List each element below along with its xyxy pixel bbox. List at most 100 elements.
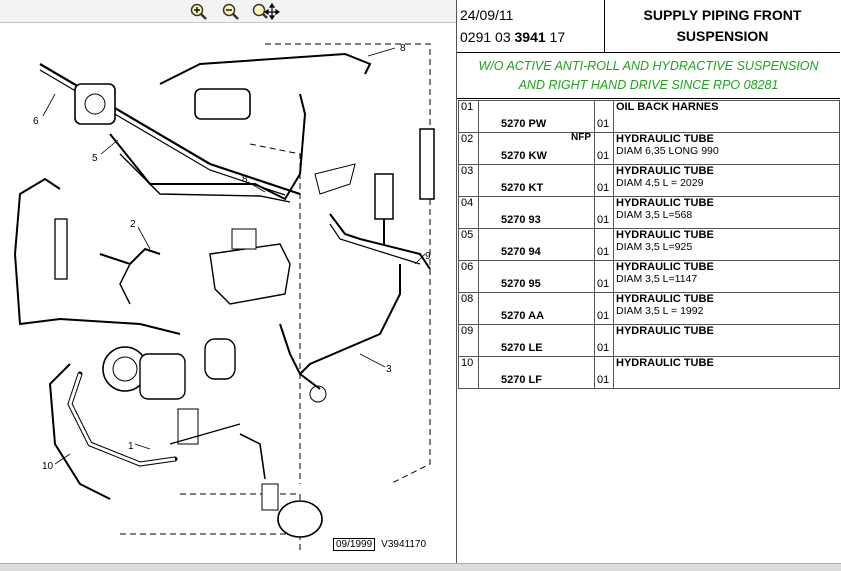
part-qty-cell: 01 [594, 324, 614, 357]
part-spec: DIAM 4,5 L = 2029 [616, 177, 704, 189]
callout-6: 6 [33, 116, 39, 127]
part-ref[interactable]: 5270 LE [501, 342, 543, 354]
part-qty: 01 [597, 150, 610, 162]
callout-4: 8 [400, 43, 406, 54]
part-title: HYDRAULIC TUBE [616, 165, 714, 177]
callout-9: 9 [425, 251, 431, 262]
part-ref-cell: 5270 LE [478, 324, 595, 357]
part-qty-cell: 01 [594, 292, 614, 325]
part-qty: 01 [597, 374, 610, 386]
part-index: 01 [458, 100, 479, 133]
part-qty: 01 [597, 342, 610, 354]
part-spec: DIAM 3,5 L=925 [616, 241, 693, 253]
header-code: 0291 03 3941 17 [460, 29, 566, 45]
header-meta: 24/09/11 0291 03 3941 17 [457, 0, 605, 52]
part-index: 03 [458, 164, 479, 197]
part-qty-cell: 01 [594, 356, 614, 389]
diagram-panel: 8 6 5 8 2 9 3 1 10 09/1999 V3941170 [0, 0, 457, 570]
part-ref[interactable]: 5270 KW [501, 150, 547, 162]
exploded-parts-diagram: 8 6 5 8 2 9 3 1 10 [14, 43, 435, 554]
part-title: HYDRAULIC TUBE [616, 197, 714, 209]
part-spec: DIAM 3,5 L=568 [616, 209, 693, 221]
part-index: 08 [458, 292, 479, 325]
part-qty-cell: 01 [594, 164, 614, 197]
part-title: HYDRAULIC TUBE [616, 229, 714, 241]
page-title: SUPPLY PIPING FRONT SUSPENSION [643, 7, 802, 44]
part-qty-cell: 01 [594, 132, 614, 165]
zoom-out-icon[interactable] [220, 2, 242, 20]
diagram-date: 09/1999 [333, 538, 376, 551]
part-qty-cell: 01 [594, 260, 614, 293]
part-title: HYDRAULIC TUBE [616, 133, 714, 145]
part-qty-cell: 01 [594, 228, 614, 261]
part-qty-cell: 01 [594, 196, 614, 229]
part-spec: DIAM 3,5 L = 1992 [616, 305, 704, 317]
part-ref[interactable]: 5270 LF [501, 374, 542, 386]
callout-1: 1 [128, 441, 134, 452]
part-qty: 01 [597, 118, 610, 130]
part-index: 04 [458, 196, 479, 229]
part-qty: 01 [597, 246, 610, 258]
part-index: 02 [458, 132, 479, 165]
diagram-footer: 09/1999 V3941170 [333, 538, 426, 551]
part-index: 05 [458, 228, 479, 261]
part-ref[interactable]: 5270 KT [501, 182, 544, 194]
part-qty: 01 [597, 214, 610, 226]
callout-3: 3 [386, 364, 392, 375]
part-ref-cell: 5270 93 [478, 196, 595, 229]
header-date: 24/09/11 [460, 7, 514, 23]
applicability-notice: W/O ACTIVE ANTI-ROLL AND HYDRACTIVE SUSP… [457, 53, 840, 99]
part-qty: 01 [597, 310, 610, 322]
part-ref-cell: 5270 95 [478, 260, 595, 293]
part-index: 10 [458, 356, 479, 389]
part-qty-cell: 01 [594, 100, 614, 133]
part-title: HYDRAULIC TUBE [616, 293, 714, 305]
status-bar [0, 563, 841, 571]
part-qty: 01 [597, 182, 610, 194]
parts-header: 24/09/11 0291 03 3941 17 SUPPLY PIPING F… [457, 0, 840, 53]
parts-panel: 24/09/11 0291 03 3941 17 SUPPLY PIPING F… [457, 0, 841, 570]
callout-2: 2 [130, 219, 136, 230]
callout-5: 5 [92, 153, 98, 164]
part-spec: DIAM 3,5 L=1147 [616, 273, 698, 285]
part-ref-cell: 5270 LF [478, 356, 595, 389]
part-title: HYDRAULIC TUBE [616, 261, 714, 273]
part-ref[interactable]: 5270 94 [501, 246, 541, 258]
callout-8: 8 [242, 174, 248, 185]
part-ref-cell: 5270 KT [478, 164, 595, 197]
part-spec: DIAM 6,35 LONG 990 [616, 145, 719, 157]
part-title: HYDRAULIC TUBE [616, 325, 714, 337]
part-ref-cell: 5270 KW [478, 132, 595, 165]
part-index: 06 [458, 260, 479, 293]
part-ref-cell: 5270 94 [478, 228, 595, 261]
part-title: OIL BACK HARNES [616, 101, 719, 113]
part-ref[interactable]: 5270 93 [501, 214, 541, 226]
callout-10: 10 [42, 461, 54, 472]
zoom-toolbar [0, 0, 456, 23]
part-ref[interactable]: 5270 PW [501, 118, 547, 130]
part-qty: 01 [597, 278, 610, 290]
part-desc: HYDRAULIC TUBE [613, 324, 840, 357]
zoom-in-icon[interactable] [188, 2, 210, 20]
diagram-ref: V3941170 [381, 539, 427, 550]
part-ref[interactable]: 5270 95 [501, 278, 541, 290]
part-ref[interactable]: 5270 AA [501, 310, 545, 322]
zoom-pan-icon[interactable] [250, 2, 281, 21]
